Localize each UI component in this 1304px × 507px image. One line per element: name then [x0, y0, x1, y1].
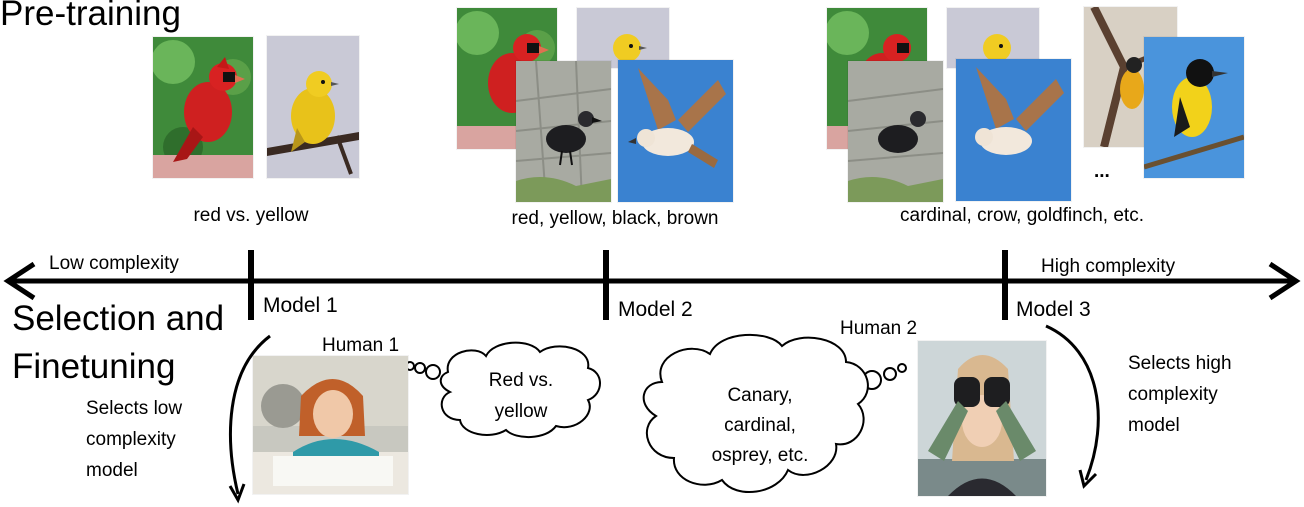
low-complexity-label: Low complexity [49, 253, 179, 274]
selection-heading-line2: Finetuning [12, 347, 176, 386]
high-select-arrow [1045, 324, 1100, 481]
thought-cloud-human2 [642, 333, 907, 494]
yellow-warbler-image [267, 36, 359, 178]
human1-label: Human 1 [322, 335, 400, 356]
model3-label: Model 3 [1016, 298, 1091, 321]
low-select-arrowhead [228, 483, 246, 504]
hawk-image-3 [956, 59, 1071, 201]
yellow-warbler-image-3 [947, 8, 1039, 68]
human1-selects-line2: complexity [86, 429, 176, 450]
low-select-arrow [229, 334, 271, 495]
thought-cloud-human1 [405, 341, 601, 438]
human2-thought-line1: Canary, [727, 385, 793, 406]
group1-caption: red vs. yellow [193, 205, 309, 226]
selection-heading-line1: Selection and [12, 299, 225, 338]
yellow-warbler-image-2 [577, 8, 669, 68]
hawk-image [618, 60, 733, 202]
crow-image [516, 61, 611, 202]
human2-selects-line3: model [1128, 415, 1180, 436]
pretraining-heading: Pre-training [0, 0, 181, 33]
human2-selects-line2: complexity [1128, 384, 1218, 405]
high-complexity-label: High complexity [1041, 256, 1176, 277]
human1-selects-line3: model [86, 460, 138, 481]
crow-image-3 [848, 61, 943, 202]
model-ticks [248, 250, 1008, 320]
human1-thought-line1: Red vs. [488, 370, 554, 391]
oriole-image [1144, 37, 1244, 178]
human1-thought-line2: yellow [494, 401, 548, 422]
girl-writing-image [253, 356, 408, 494]
human2-thought-line3: osprey, etc. [711, 445, 809, 466]
human2-selects-line1: Selects high [1128, 353, 1232, 374]
cardinal-image [153, 37, 253, 178]
model2-label: Model 2 [618, 298, 693, 321]
group2-caption: red, yellow, black, brown [511, 208, 719, 229]
human1-selects-line1: Selects low [86, 398, 183, 419]
more-birds-ellipsis: ... [1094, 161, 1110, 182]
woman-binoculars-image [918, 341, 1046, 496]
human2-thought-line2: cardinal, [724, 415, 796, 436]
complexity-axis [3, 261, 1301, 301]
model1-label: Model 1 [263, 294, 338, 317]
group3-caption: cardinal, crow, goldfinch, etc. [900, 205, 1144, 226]
human2-label: Human 2 [840, 318, 918, 339]
high-select-arrowhead [1078, 469, 1098, 489]
